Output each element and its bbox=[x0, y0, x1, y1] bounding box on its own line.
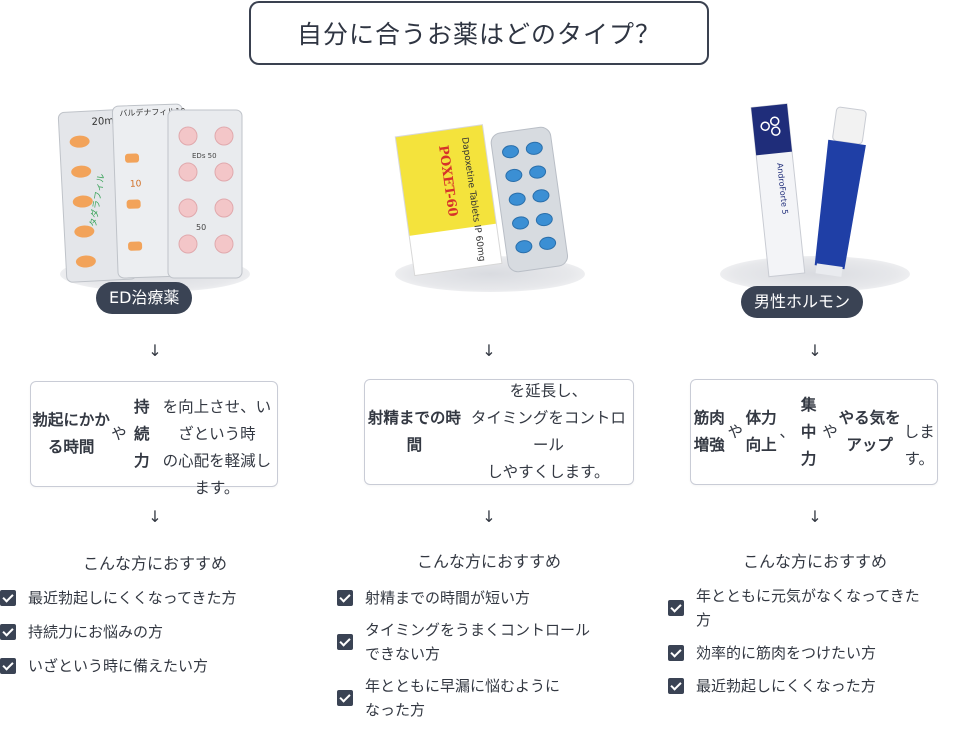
page-title: 自分に合うお薬はどのタイプ？ bbox=[249, 1, 709, 65]
down-arrow-icon: ↓ bbox=[482, 341, 496, 360]
list-item: 最近勃起しにくくなった方 bbox=[668, 674, 960, 698]
description-box-ed: 勃起にかかる時間や持続力を向上させ、いざという時の心配を軽減します。 bbox=[30, 381, 278, 497]
list-item: タイミングをうまくコントロール できない方 bbox=[337, 618, 637, 666]
product-label-10: 10 bbox=[130, 179, 142, 189]
recommend-list-pe: 射精までの時間が短い方 タイミングをうまくコントロール できない方 年とともに早… bbox=[337, 586, 637, 730]
product-image-ed: タダラフィル 20mg バルデナフィル10 10 bbox=[0, 90, 320, 292]
checkbox-checked-icon bbox=[0, 590, 16, 606]
list-item: 持続力にお悩みの方 bbox=[0, 620, 300, 644]
list-item: 年とともに元気がなくなってきた 方 bbox=[668, 584, 960, 632]
product-image-pe: POXET-60 Dapoxetine Tablets IP 60mg bbox=[320, 90, 640, 292]
checkbox-checked-icon bbox=[337, 590, 353, 606]
checkbox-checked-icon bbox=[668, 678, 684, 694]
checkbox-checked-icon bbox=[337, 690, 353, 706]
recommend-heading: こんな方におすすめ bbox=[82, 554, 227, 573]
recommend-list-hormone: 年とともに元気がなくなってきた 方 効率的に筋肉をつけたい方 最近勃起しにくくな… bbox=[668, 584, 960, 707]
down-arrow-icon: ↓ bbox=[482, 507, 496, 526]
recommend-heading: こんな方におすすめ bbox=[742, 552, 887, 571]
column-ed: タダラフィル 20mg バルデナフィル10 10 bbox=[0, 0, 320, 727]
product-label-eds: EDs 50 bbox=[192, 152, 217, 160]
category-badge-hormone: 男性ホルモン bbox=[741, 286, 864, 318]
product-label-50: 50 bbox=[196, 223, 206, 232]
down-arrow-icon: ↓ bbox=[148, 507, 162, 526]
checkbox-checked-icon bbox=[668, 645, 684, 661]
column-pe: POXET-60 Dapoxetine Tablets IP 60mg ↓ 射精… bbox=[320, 0, 640, 727]
list-item: いざという時に備えたい方 bbox=[0, 654, 300, 678]
list-item: 射精までの時間が短い方 bbox=[337, 586, 637, 610]
down-arrow-icon: ↓ bbox=[148, 341, 162, 360]
down-arrow-icon: ↓ bbox=[808, 507, 822, 526]
down-arrow-icon: ↓ bbox=[808, 341, 822, 360]
checkbox-checked-icon bbox=[0, 658, 16, 674]
description-box-pe: 射精までの時間を延長し、タイミングをコントロールしやすくします。 bbox=[364, 379, 634, 485]
category-badge-ed: ED治療薬 bbox=[96, 282, 193, 314]
product-image-hormone: AndroForte 5 bbox=[640, 90, 960, 292]
checkbox-checked-icon bbox=[337, 634, 353, 650]
list-item: 最近勃起しにくくなってきた方 bbox=[0, 586, 300, 610]
list-item: 年とともに早漏に悩むように なった方 bbox=[337, 674, 637, 722]
list-item: 効率的に筋肉をつけたい方 bbox=[668, 641, 960, 665]
checkbox-checked-icon bbox=[0, 624, 16, 640]
recommend-list-ed: 最近勃起しにくくなってきた方 持続力にお悩みの方 いざという時に備えたい方 bbox=[0, 586, 300, 688]
checkbox-checked-icon bbox=[668, 600, 684, 616]
column-hormone: AndroForte 5 男性ホルモン ↓ 筋肉増強や体力向上、集中力ややる気を… bbox=[640, 0, 960, 727]
recommend-heading: こんな方におすすめ bbox=[416, 552, 561, 571]
description-box-hormone: 筋肉増強や体力向上、集中力ややる気をアップします。 bbox=[690, 379, 938, 485]
